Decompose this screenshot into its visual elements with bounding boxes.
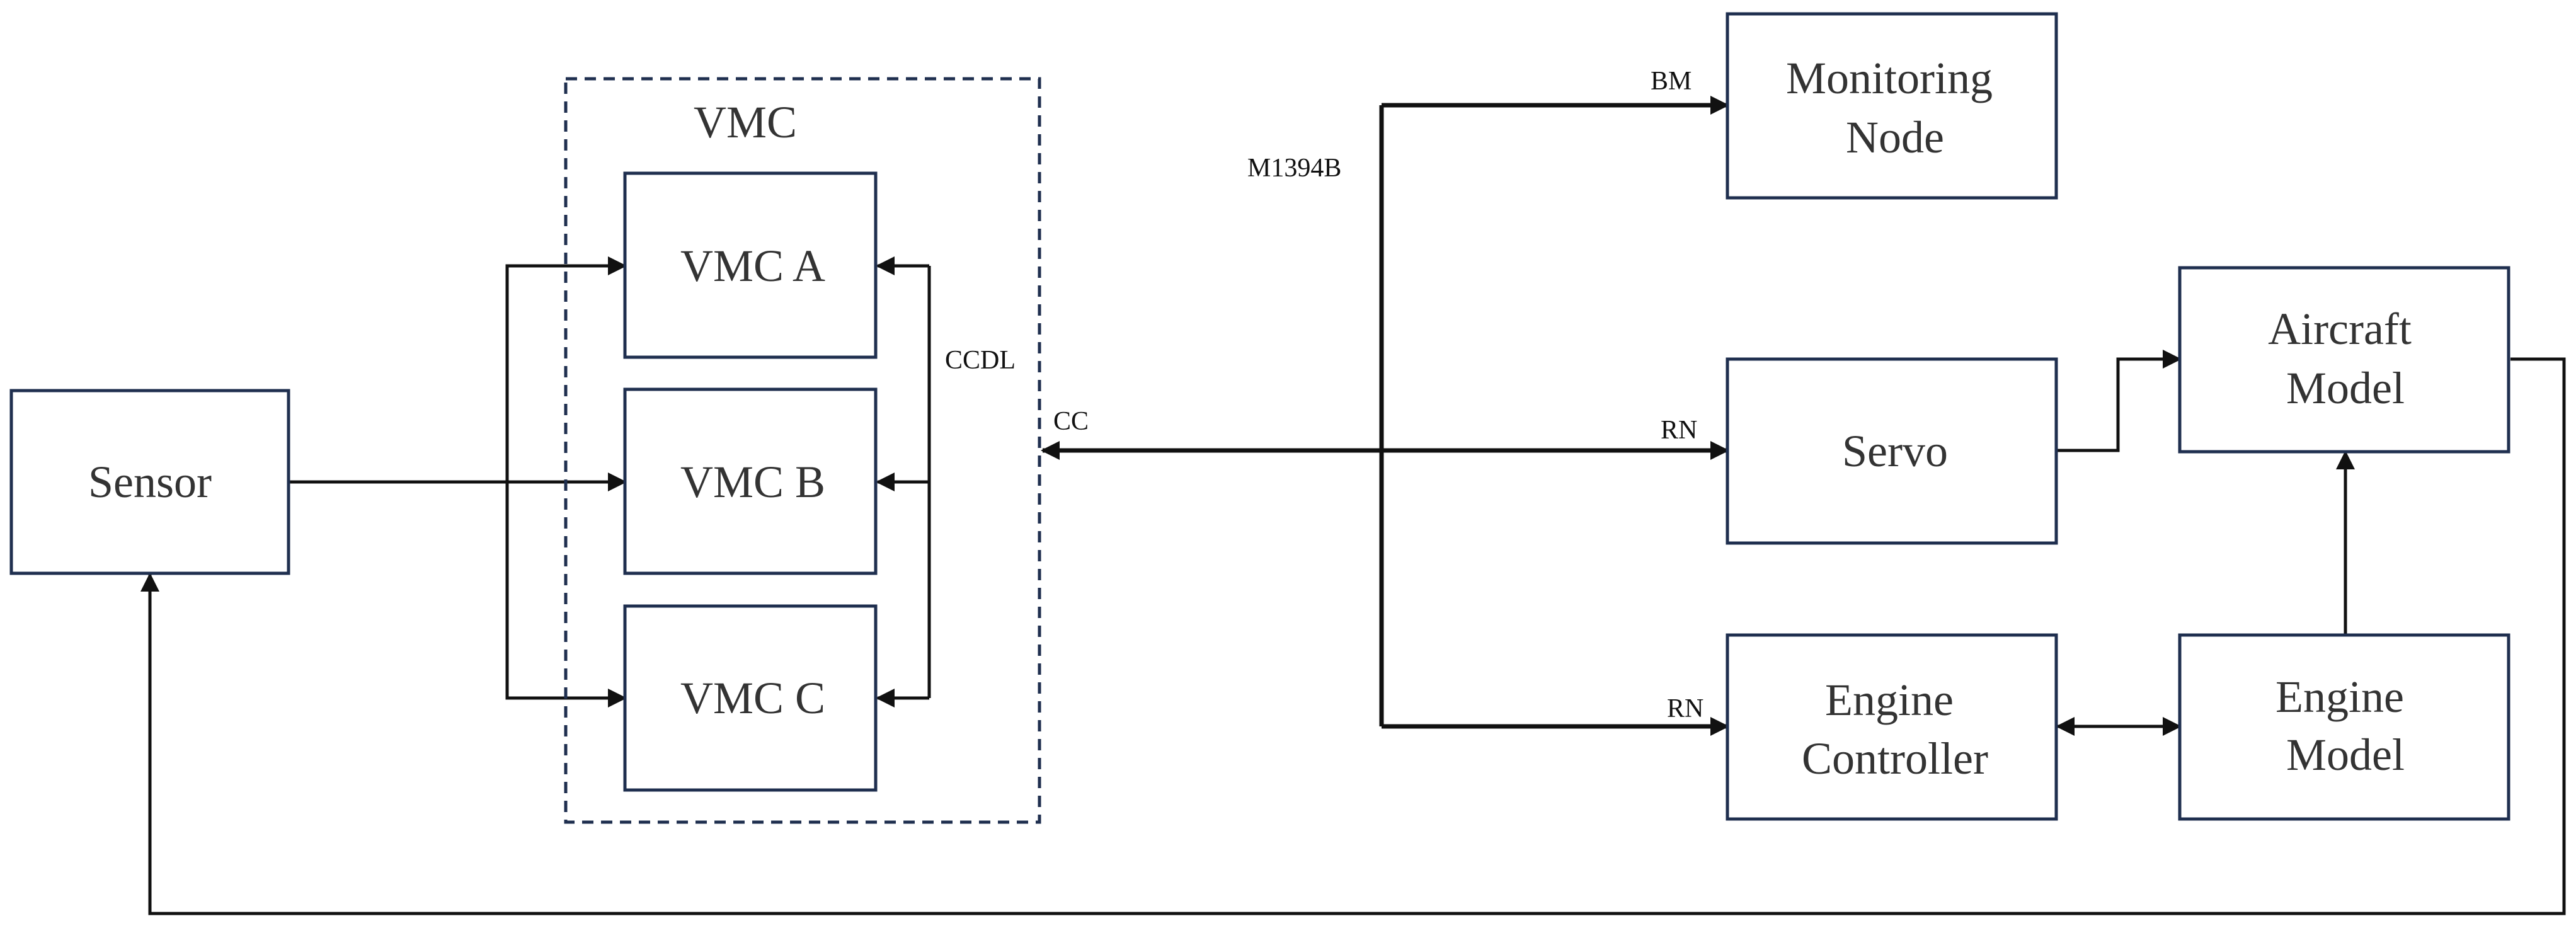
- engine-controller-box: [1726, 633, 2058, 821]
- vmc-a-box: [623, 171, 878, 359]
- vmc-b-node: VMC B: [623, 387, 878, 575]
- vmc-group: VMC: [564, 77, 1041, 824]
- vmc-c-label: VMC C: [680, 673, 825, 723]
- aircraft-model-label: Aircraft Model: [2268, 304, 2423, 413]
- rn-servo-label: RN: [1661, 416, 1697, 445]
- sensor-node: Sensor: [9, 389, 290, 575]
- engine-model-label-line-1: Engine: [2275, 672, 2404, 722]
- sensor-label: Sensor: [88, 457, 212, 507]
- rn-engine-label: RN: [1667, 694, 1703, 723]
- vmc-group-label: VMC: [694, 97, 797, 147]
- wire-sensor-to-vmc-c: [505, 482, 627, 707]
- ccdl-label: CCDL: [945, 346, 1016, 375]
- engine-controller-label: Engine Controller: [1802, 675, 1988, 784]
- monitoring-node-label: Monitoring Node: [1786, 53, 2004, 163]
- servo-label: Servo: [1842, 426, 1948, 476]
- wire-sensor-to-vmc-a: [505, 256, 627, 482]
- vmc-b-label: VMC B: [680, 457, 825, 507]
- vmc-c-box: [623, 604, 878, 792]
- wire-servo-to-aircraft-model: [2056, 350, 2182, 452]
- monitoring-node-label-line-2: Node: [1846, 112, 1944, 163]
- m1394b-label: M1394B: [1247, 154, 1341, 183]
- vmc-group-border: [564, 77, 1041, 824]
- engine-controller-label-line-2: Controller: [1802, 733, 1988, 784]
- servo-node: Servo: [1726, 357, 2058, 545]
- vmc-b-box: [623, 387, 878, 575]
- engine-model-label: Engine Model: [2275, 672, 2415, 780]
- aircraft-model-label-line-1: Aircraft: [2268, 304, 2412, 354]
- aircraft-model-box: [2178, 266, 2510, 454]
- engine-controller-node: Engine Controller: [1726, 633, 2058, 821]
- vmc-c-node: VMC C: [623, 604, 878, 792]
- monitoring-node-box: [1726, 12, 2058, 200]
- cc-label: CC: [1053, 407, 1089, 436]
- aircraft-model-node: Aircraft Model: [2178, 266, 2510, 454]
- sensor-box: [9, 389, 290, 575]
- engine-model-box: [2178, 633, 2510, 821]
- edge-labels: CCDL CC M1394B BM RN RN: [945, 67, 1703, 723]
- engine-model-node: Engine Model: [2178, 633, 2510, 821]
- vmc-a-node: VMC A: [623, 171, 878, 359]
- aircraft-model-label-line-2: Model: [2286, 363, 2405, 413]
- monitoring-node-label-line-1: Monitoring: [1786, 53, 1993, 103]
- connections: [140, 96, 2566, 915]
- vmc-a-label: VMC A: [680, 241, 825, 291]
- bm-label: BM: [1651, 67, 1692, 96]
- engine-controller-label-line-1: Engine: [1825, 675, 1954, 725]
- monitoring-node: Monitoring Node: [1726, 12, 2058, 200]
- engine-model-label-line-2: Model: [2286, 730, 2405, 780]
- feedback-aircraft-model-to-sensor: [140, 357, 2566, 915]
- servo-box: [1726, 357, 2058, 545]
